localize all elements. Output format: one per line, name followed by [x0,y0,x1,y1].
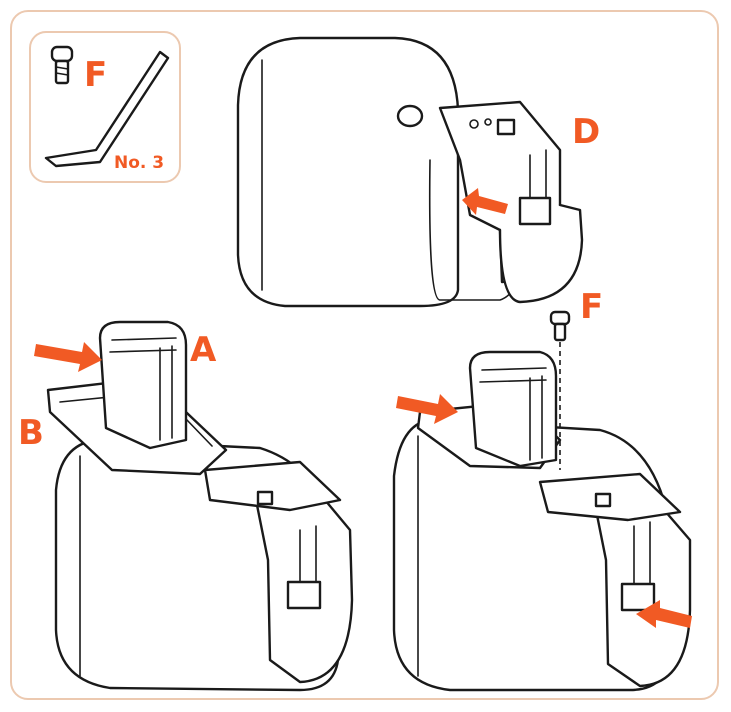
push-arrow-f-left [396,394,458,424]
push-arrow-a [34,342,102,372]
label-f: F [580,287,603,327]
allen-key-icon [44,50,170,168]
label-d: D [572,112,600,152]
key-label-f: F [84,55,107,95]
push-arrow-d [462,188,508,215]
push-arrow-f-right [636,600,692,628]
label-b: B [18,413,44,453]
step-f-illustration [392,310,692,692]
step-d-illustration [236,36,584,308]
diagram-frame [10,10,719,700]
step-ab-illustration [34,320,354,692]
label-a: A [190,330,217,370]
wrench-size-label: No. 3 [114,153,164,173]
hex-screw-icon [50,45,74,85]
parts-key: F No. 3 [29,31,181,183]
screw-f [549,310,571,342]
